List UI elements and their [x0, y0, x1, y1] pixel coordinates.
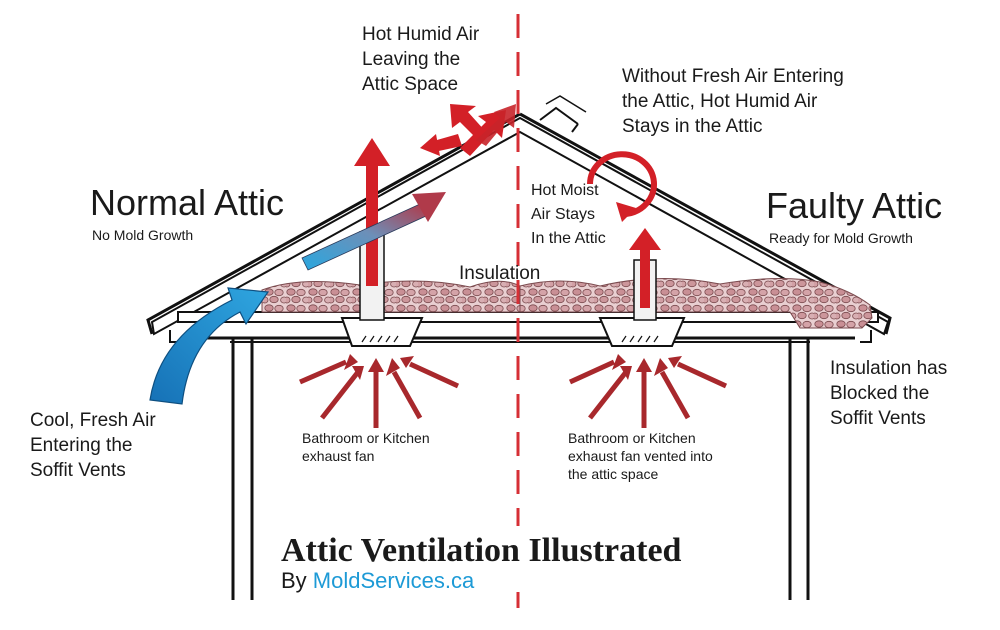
- normal-attic-heading: Normal Attic: [90, 182, 284, 223]
- diagonal-air-arrow: [301, 192, 446, 271]
- svg-text:Without Fresh Air Entering: Without Fresh Air Entering: [622, 66, 844, 87]
- roof-structure: [146, 112, 892, 343]
- fan-right-label: Bathroom or Kitchen exhaust fan vented i…: [568, 430, 713, 482]
- svg-text:the attic space: the attic space: [568, 466, 658, 482]
- svg-text:Stays in the Attic: Stays in the Attic: [622, 116, 762, 137]
- insulation-blocked-label: Insulation has Blocked the Soffit Vents: [830, 358, 947, 429]
- cool-fresh-air-label: Cool, Fresh Air Entering the Soffit Vent…: [30, 410, 156, 481]
- fan-left-label: Bathroom or Kitchen exhaust fan: [302, 430, 430, 464]
- svg-text:Bathroom or Kitchen: Bathroom or Kitchen: [302, 430, 430, 446]
- svg-text:Cool, Fresh Air: Cool, Fresh Air: [30, 410, 156, 431]
- svg-text:Soffit Vents: Soffit Vents: [30, 460, 126, 481]
- ridge-vent: [539, 95, 587, 133]
- svg-text:exhaust fan: exhaust fan: [302, 448, 374, 464]
- svg-text:Air Stays: Air Stays: [531, 206, 595, 223]
- faulty-attic-heading: Faulty Attic: [766, 185, 942, 226]
- hot-moist-air-label: Hot Moist Air Stays In the Attic: [531, 182, 606, 247]
- byline: By MoldServices.ca: [281, 568, 475, 593]
- left-vent-red-arrow: [354, 138, 390, 286]
- svg-text:Soffit Vents: Soffit Vents: [830, 408, 926, 429]
- fan-left-airflow-arrows: [299, 354, 460, 428]
- diagram-title: Attic Ventilation Illustrated: [281, 532, 682, 569]
- svg-text:Leaving the: Leaving the: [362, 49, 460, 70]
- svg-text:Attic Space: Attic Space: [362, 74, 458, 95]
- insulation-layer: [261, 277, 873, 329]
- svg-text:Bathroom or Kitchen: Bathroom or Kitchen: [568, 430, 696, 446]
- fan-right-airflow-arrows: [568, 354, 728, 428]
- circular-stagnant-air-arrow: [587, 151, 657, 222]
- right-vent-red-arrow: [629, 228, 661, 308]
- svg-text:Hot Humid Air: Hot Humid Air: [362, 24, 480, 45]
- without-fresh-air-label: Without Fresh Air Entering the Attic, Ho…: [622, 66, 844, 137]
- byline-brand: MoldServices.ca: [313, 568, 475, 593]
- svg-text:Blocked the: Blocked the: [830, 383, 929, 404]
- svg-text:Insulation has: Insulation has: [830, 358, 947, 379]
- svg-text:the Attic, Hot Humid Air: the Attic, Hot Humid Air: [622, 91, 818, 112]
- byline-prefix: By: [281, 568, 313, 593]
- svg-text:Entering the: Entering the: [30, 435, 132, 456]
- title-backdrop: [276, 526, 764, 592]
- hot-humid-air-label: Hot Humid Air Leaving the Attic Space: [362, 24, 480, 95]
- normal-attic-subheading: No Mold Growth: [92, 227, 193, 243]
- soffit-intake-blue-arrow: [149, 287, 270, 405]
- insulation-label: Insulation: [459, 263, 540, 284]
- faulty-attic-subheading: Ready for Mold Growth: [769, 230, 913, 246]
- ridge-exhaust-arrows: [420, 104, 516, 156]
- svg-text:Hot Moist: Hot Moist: [531, 182, 599, 199]
- svg-text:exhaust fan vented into: exhaust fan vented into: [568, 448, 713, 464]
- svg-text:In the Attic: In the Attic: [531, 230, 606, 247]
